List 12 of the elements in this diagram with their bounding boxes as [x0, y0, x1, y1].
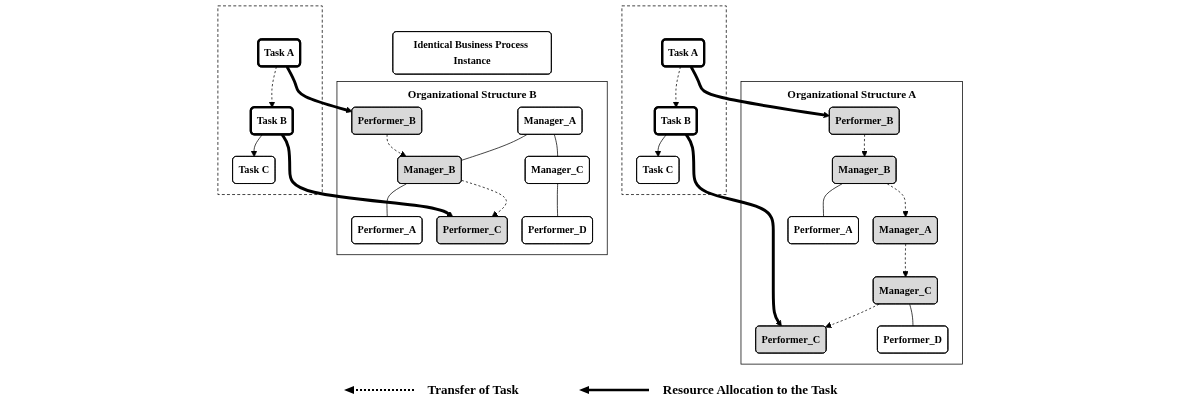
connector [909, 303, 914, 327]
arrow [690, 66, 831, 119]
connector [386, 183, 407, 218]
cluster [621, 5, 727, 195]
legend-text: Transfer of Task [427, 382, 519, 398]
arrow [286, 66, 353, 114]
connector [554, 134, 559, 158]
connector [461, 134, 528, 161]
cluster [217, 5, 323, 195]
connector [557, 183, 559, 218]
legend-text: Resource Allocation to the Task [662, 382, 838, 398]
connector [823, 183, 843, 218]
